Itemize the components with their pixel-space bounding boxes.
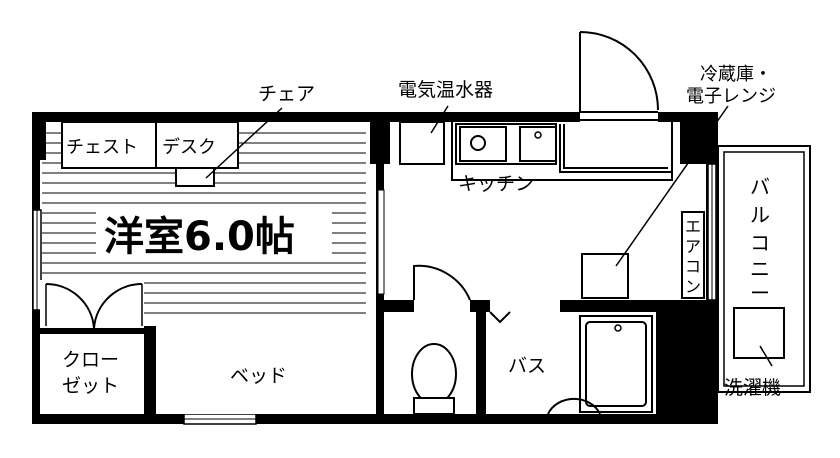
bathtub: [486, 311, 656, 415]
water-heater-label: 電気温水器: [398, 79, 493, 101]
toilet: [386, 264, 476, 415]
washer-box: [733, 307, 785, 359]
western-room-label: 洋室6.0帖: [104, 214, 295, 260]
aircon-box: [681, 211, 705, 299]
closet-label-1: クロー: [62, 349, 119, 371]
entrance-door: [579, 31, 659, 113]
washer-label: 洗濯機: [724, 377, 781, 399]
svg-text:ン: ン: [685, 277, 701, 296]
svg-text:ー: ー: [750, 281, 770, 305]
fridge-label-1: 冷蔵庫・: [700, 64, 772, 85]
fridge-label-2: 電子レンジ: [686, 86, 776, 107]
western-room-label-group: 洋室6.0帖: [96, 206, 332, 260]
chest-desk: [61, 107, 283, 187]
kitchen-label: キッチン: [458, 173, 534, 195]
water-heater-box: [399, 121, 445, 165]
balcony: [717, 145, 811, 393]
svg-text:コ: コ: [750, 231, 770, 255]
windows: [32, 163, 717, 425]
desk-label: デスク: [162, 137, 216, 158]
svg-text:エ: エ: [685, 217, 701, 236]
sink-counter: [451, 119, 673, 181]
bed-label: ベッド: [230, 365, 287, 387]
fridge-box: [581, 253, 629, 299]
aircon-label: エ ア コ ン: [685, 217, 701, 296]
bath-label: バス: [508, 355, 546, 377]
bed-area: [156, 334, 376, 414]
chair-label: チェア: [258, 83, 315, 105]
closet-doors: [40, 280, 144, 329]
svg-text:ル: ル: [750, 203, 770, 227]
chest-label: チェスト: [66, 137, 138, 158]
closet-label-2: ゼット: [62, 375, 119, 397]
svg-text:ア: ア: [685, 237, 701, 256]
balcony-label: バ ル コ ニ ー: [750, 175, 770, 305]
svg-text:コ: コ: [685, 257, 701, 276]
svg-text:バ: バ: [750, 175, 770, 199]
svg-text:ニ: ニ: [750, 257, 770, 281]
